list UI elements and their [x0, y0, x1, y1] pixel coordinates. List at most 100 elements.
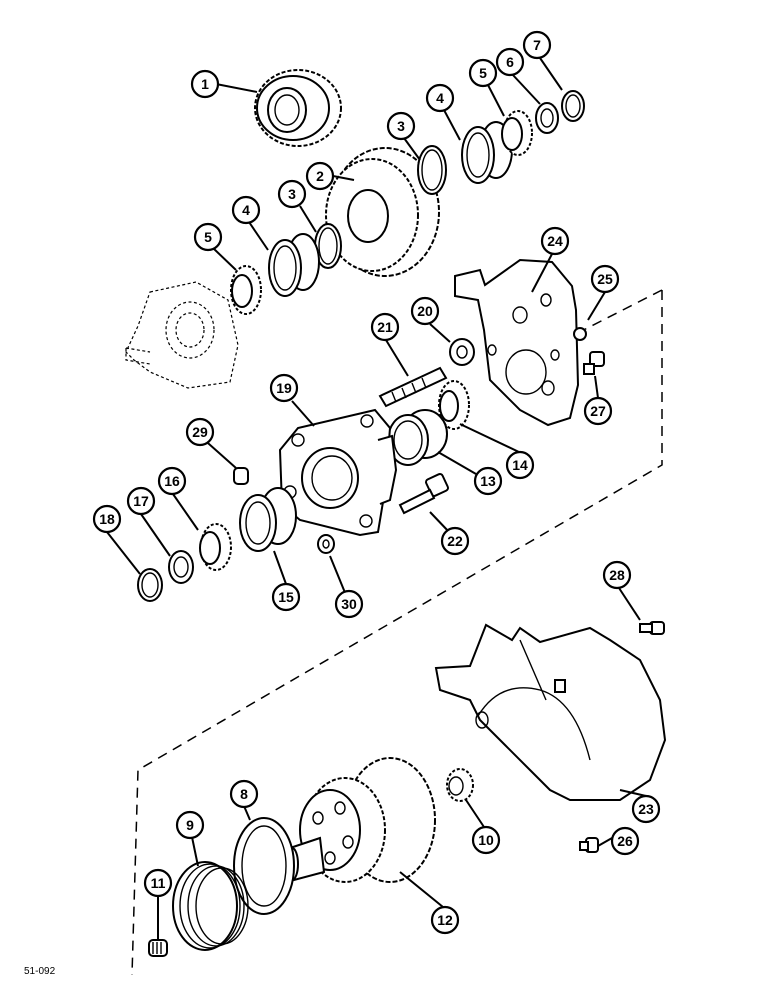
callout-label: 12 [437, 912, 453, 928]
spiral-spring [172, 861, 249, 951]
callout: 4 [231, 195, 261, 225]
callout: 17 [126, 486, 156, 516]
callout: 29 [185, 417, 215, 447]
stud [378, 366, 448, 408]
mounting-plate [454, 258, 580, 427]
callout: 3 [386, 111, 416, 141]
needle-bearing-small [148, 939, 168, 957]
callout-label: 22 [447, 533, 463, 549]
bearing-cone-left [199, 523, 232, 571]
washer-small [317, 534, 335, 554]
pinion-gear [254, 69, 342, 147]
cap-screw [398, 473, 449, 515]
callout-label: 25 [597, 271, 613, 287]
callout-label: 30 [341, 596, 357, 612]
bearing-cone-lower [230, 265, 262, 315]
callout-label: 27 [590, 403, 606, 419]
callout: 3 [277, 179, 307, 209]
callout-label: 5 [204, 229, 212, 245]
callout-label: 15 [278, 589, 294, 605]
callout-label: 16 [164, 473, 180, 489]
callout-label: 4 [242, 202, 250, 218]
callout-label: 23 [638, 801, 654, 817]
callout: 4 [425, 83, 455, 113]
callout: 16 [157, 466, 187, 496]
callout-label: 1 [201, 76, 209, 92]
callout: 13 [473, 466, 503, 496]
callout: 24 [540, 226, 570, 256]
callout: 9 [175, 810, 205, 840]
bearing-cone-upper [501, 110, 533, 156]
cover-screw-lower [579, 837, 599, 853]
cover-screw-upper [639, 621, 665, 635]
callout-label: 3 [288, 186, 296, 202]
callout: 25 [590, 264, 620, 294]
plate-screw [583, 351, 605, 375]
callout-label: 28 [609, 567, 625, 583]
callout-label: 21 [377, 319, 393, 335]
callout: 19 [269, 373, 299, 403]
callout: 6 [495, 47, 525, 77]
washer-upper [535, 102, 559, 134]
callout-label: 2 [316, 168, 324, 184]
bearing-cup-flange [387, 409, 448, 466]
bearing-cup-left [239, 487, 297, 552]
callout-label: 11 [151, 875, 166, 891]
callout: 7 [522, 30, 552, 60]
callout-label: 18 [99, 511, 115, 527]
callout: 11 [143, 868, 173, 898]
callout: 15 [271, 582, 301, 612]
callout: 26 [610, 826, 640, 856]
callout: 23 [631, 794, 661, 824]
callout: 30 [334, 589, 364, 619]
callout: 20 [410, 296, 440, 326]
retaining-ring-left [137, 568, 163, 602]
seal-ring [233, 817, 295, 915]
snap-ring-lower [314, 223, 342, 269]
callout-label: 29 [192, 424, 208, 440]
callout-label: 6 [506, 54, 514, 70]
retaining-ring-upper [561, 90, 585, 122]
gear-shaft-assembly [285, 757, 436, 883]
dowel-pin [233, 467, 249, 485]
guard-cover [434, 623, 667, 801]
callout-label: 9 [186, 817, 194, 833]
bearing-cup-lower [268, 233, 320, 297]
callout: 27 [583, 396, 613, 426]
callout-label: 3 [397, 118, 405, 134]
figure-reference: 51-092 [24, 966, 56, 977]
callout-label: 17 [133, 493, 149, 509]
callout-label: 7 [533, 37, 541, 53]
callout-label: 24 [547, 233, 563, 249]
snap-ring-upper [417, 145, 447, 195]
callout: 22 [440, 526, 470, 556]
leader-lines [106, 57, 647, 940]
flange-housing [278, 408, 398, 537]
callout-label: 13 [480, 473, 496, 489]
helical-gear [325, 147, 440, 277]
callout: 5 [468, 58, 498, 88]
nut [449, 338, 475, 366]
callout-label: 20 [417, 303, 433, 319]
callout: 18 [92, 504, 122, 534]
needle-bearing [446, 768, 474, 802]
assembly-dash-line [131, 289, 663, 976]
callout-label: 26 [617, 833, 633, 849]
bearing-cone-flange [438, 380, 470, 430]
callout: 2 [305, 161, 335, 191]
callout: 28 [602, 560, 632, 590]
washer-left [168, 550, 194, 584]
callout-label: 8 [240, 786, 248, 802]
callout: 5 [193, 222, 223, 252]
callout: 1 [190, 69, 220, 99]
callout-label: 14 [512, 457, 528, 473]
plate-nut [573, 327, 587, 341]
callout-label: 19 [276, 380, 292, 396]
callout-label: 4 [436, 90, 444, 106]
callout: 10 [471, 825, 501, 855]
callout: 12 [430, 905, 460, 935]
callout: 8 [229, 779, 259, 809]
reference-housing-outline [125, 281, 239, 389]
callout-label: 10 [478, 832, 494, 848]
